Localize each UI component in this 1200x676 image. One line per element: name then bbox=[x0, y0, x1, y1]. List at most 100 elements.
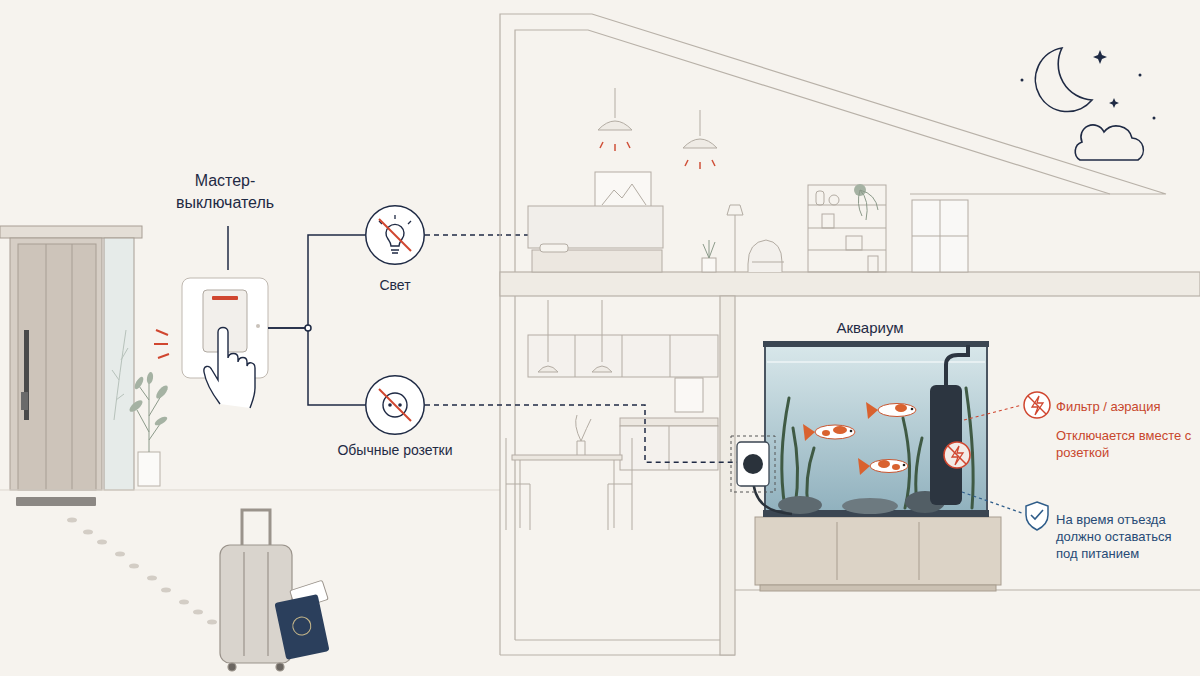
upper-floor-interior bbox=[703, 240, 715, 258]
wall-socket bbox=[743, 454, 763, 474]
upper-floor-interior bbox=[615, 88, 616, 118]
potted-plant bbox=[146, 372, 154, 385]
koi-fish bbox=[878, 404, 916, 417]
power-line bbox=[268, 235, 365, 328]
no-power-icon bbox=[1028, 396, 1046, 414]
aquarium-heading: Аквариум bbox=[765, 318, 975, 338]
entrance-door bbox=[104, 238, 134, 490]
connectors bbox=[268, 235, 765, 462]
kitchen-interior bbox=[506, 300, 718, 530]
night-sky bbox=[1093, 50, 1107, 64]
koi-fish bbox=[878, 460, 890, 468]
circle-outline bbox=[365, 205, 425, 265]
kitchen-interior bbox=[538, 366, 558, 372]
house-section bbox=[500, 654, 735, 655]
socket-circle: Обычные розетки bbox=[365, 375, 425, 435]
aquarium-stand bbox=[760, 585, 996, 591]
aquarium-tank bbox=[767, 361, 985, 363]
callout-note: Отключается вместе с розеткой bbox=[1056, 428, 1194, 462]
aquarium-filter bbox=[930, 345, 970, 505]
entrance-door bbox=[21, 392, 28, 410]
potted-plant bbox=[128, 372, 170, 486]
koi-fish bbox=[858, 458, 870, 475]
entrance-door bbox=[0, 226, 142, 238]
circle-outline bbox=[365, 375, 425, 435]
house-section bbox=[514, 296, 515, 640]
wall-socket bbox=[731, 436, 775, 492]
entrance-door bbox=[0, 226, 142, 490]
house-section bbox=[500, 14, 1200, 655]
aquarium-stand bbox=[755, 517, 1001, 591]
aquarium-tank bbox=[763, 341, 989, 517]
house-section bbox=[500, 272, 1200, 296]
kitchen-interior bbox=[602, 300, 603, 362]
footprints bbox=[67, 518, 77, 523]
aquarium-filter bbox=[944, 442, 970, 468]
upper-floor-interior bbox=[528, 206, 663, 248]
footprints bbox=[179, 600, 189, 605]
house-section bbox=[515, 30, 1110, 272]
entrance-door bbox=[112, 330, 128, 420]
filter-leader bbox=[964, 405, 1022, 420]
no-power-icon bbox=[1024, 392, 1050, 418]
upper-floor-interior bbox=[602, 184, 646, 205]
shield-icon bbox=[1026, 502, 1048, 530]
koi-fish bbox=[815, 425, 855, 439]
junction-dot bbox=[305, 325, 311, 331]
footprints bbox=[67, 518, 217, 625]
night-sky bbox=[1021, 48, 1156, 160]
footprints bbox=[147, 576, 157, 581]
socket-icon bbox=[365, 375, 425, 435]
upper-floor-interior bbox=[600, 142, 715, 169]
upper-floor-interior bbox=[700, 110, 701, 136]
koi-fish bbox=[895, 404, 907, 412]
night-sky bbox=[1139, 74, 1142, 77]
master-switch bbox=[212, 296, 238, 300]
light-icon bbox=[379, 219, 411, 251]
footprints bbox=[207, 620, 217, 625]
night-sky bbox=[1021, 79, 1024, 82]
koi-fish bbox=[866, 402, 878, 419]
master-switch bbox=[154, 330, 169, 358]
footprints bbox=[97, 540, 107, 545]
potted-plant bbox=[133, 375, 145, 390]
entrance-door bbox=[72, 244, 73, 490]
potted-plant bbox=[128, 398, 145, 414]
circle-outline bbox=[366, 206, 425, 265]
kitchen-interior bbox=[548, 300, 549, 362]
upper-floor-interior bbox=[868, 256, 878, 272]
kitchen-interior bbox=[592, 366, 612, 372]
upper-floor-interior bbox=[858, 190, 878, 220]
upper-floor-interior bbox=[808, 205, 886, 250]
koi-fish bbox=[803, 402, 916, 475]
potted-plant bbox=[138, 452, 160, 486]
socket-wire bbox=[425, 405, 765, 462]
entrance-door bbox=[18, 244, 96, 490]
filter-callout: Фильтр / аэрацияОтключается вместе с роз… bbox=[1020, 392, 1200, 464]
koi-fish bbox=[822, 430, 830, 436]
upper-floor-interior bbox=[598, 121, 632, 130]
aquarium-tank bbox=[778, 496, 822, 514]
power-line bbox=[268, 328, 365, 405]
illustration bbox=[305, 325, 775, 492]
house-section bbox=[515, 639, 720, 640]
kitchen-interior bbox=[620, 418, 718, 426]
potted-plant bbox=[153, 415, 168, 427]
upper-floor-interior bbox=[808, 185, 886, 272]
upper-floor-interior bbox=[912, 200, 968, 272]
light-icon bbox=[365, 205, 425, 265]
footprints bbox=[129, 564, 139, 569]
passport bbox=[274, 580, 329, 660]
kitchen-interior bbox=[669, 426, 670, 470]
night-sky bbox=[1153, 117, 1156, 120]
circle-outline bbox=[366, 376, 425, 435]
kitchen-interior bbox=[528, 335, 718, 377]
circle-label: Обычные розетки bbox=[315, 441, 475, 459]
footprints bbox=[193, 610, 203, 615]
master-switch bbox=[154, 226, 268, 408]
aquarium-stand bbox=[837, 522, 919, 580]
upper-floor-interior bbox=[683, 139, 717, 148]
floor-line bbox=[0, 490, 500, 491]
